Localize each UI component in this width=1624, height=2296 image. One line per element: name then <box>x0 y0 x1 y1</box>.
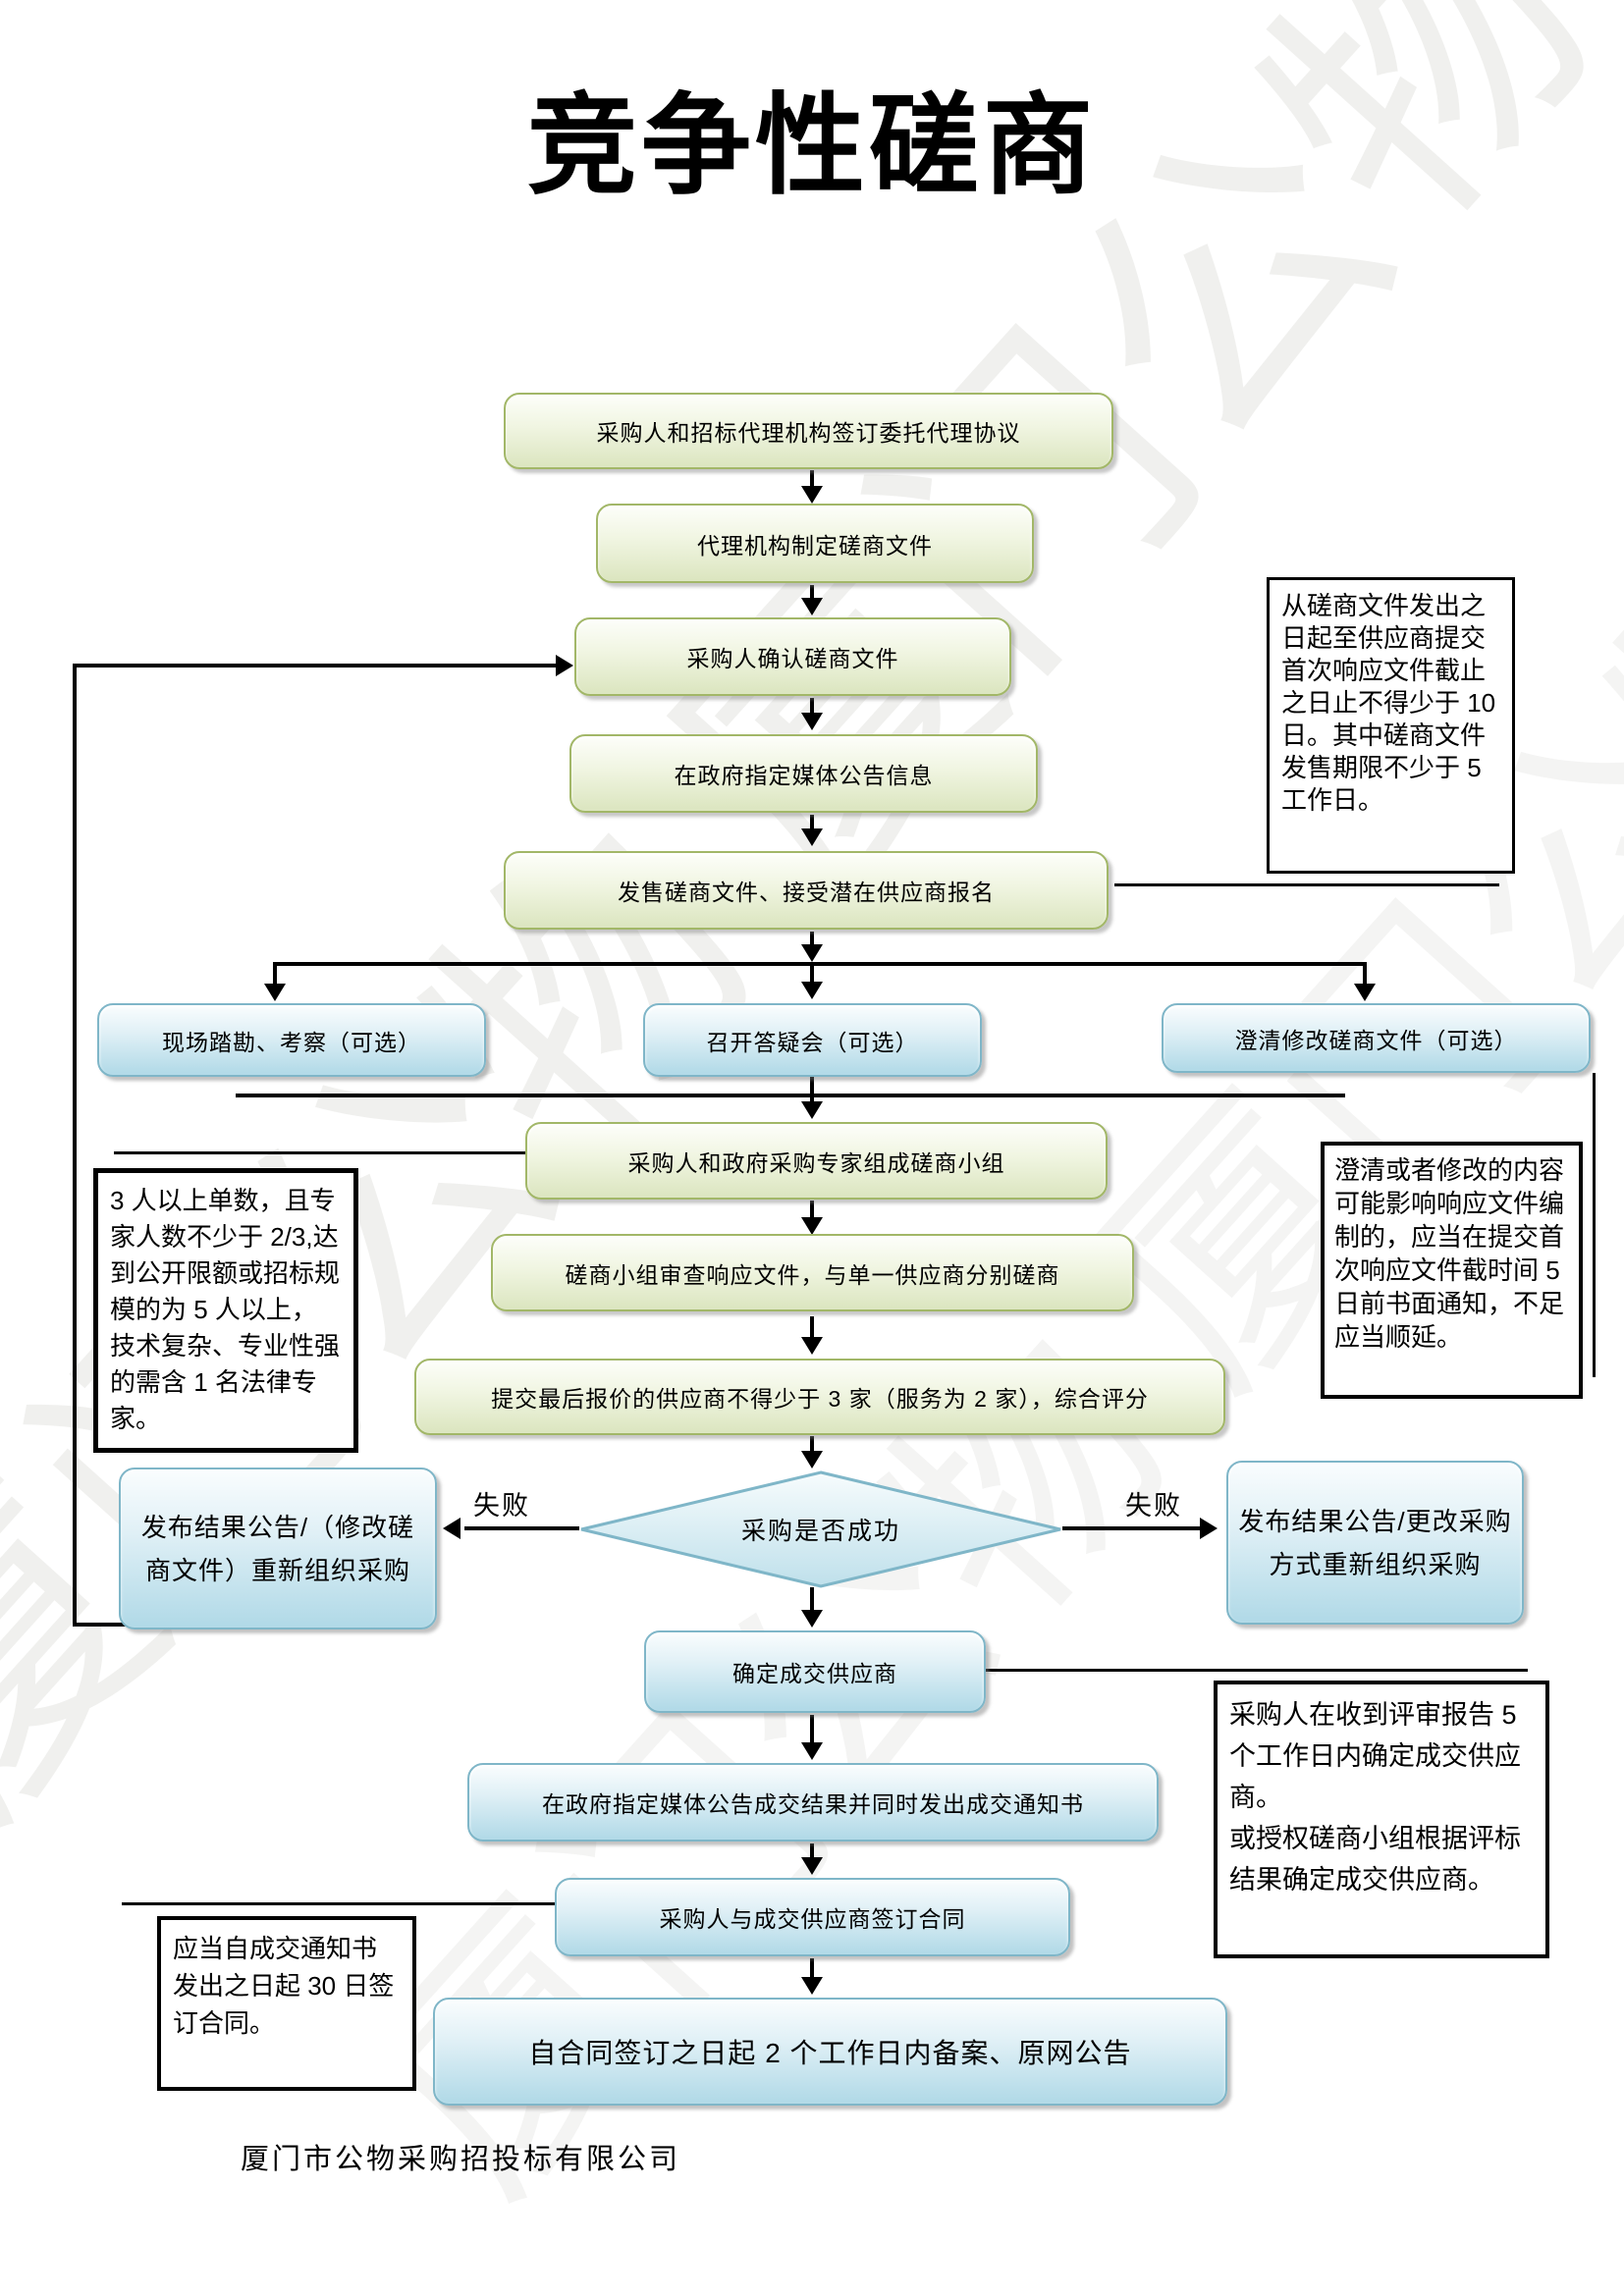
note-confirm-rule-line1: 采购人在收到评审报告 5 个工作日内确定成交供应商。 <box>1229 1700 1521 1812</box>
node-form-team: 采购人和政府采购专家组成磋商小组 <box>525 1122 1108 1200</box>
node-site-survey: 现场踏勘、考察（可选） <box>97 1003 486 1077</box>
connector-note-doc-period <box>1114 883 1499 886</box>
arrowhead <box>1200 1518 1218 1539</box>
decision-diamond-shape <box>580 1470 1061 1588</box>
node-purchaser-confirms-docs: 采购人确认磋商文件 <box>574 617 1011 696</box>
arrowhead <box>801 713 823 730</box>
connector-note-confirm <box>986 1669 1528 1672</box>
node-fail-right: 发布结果公告/更改采购方式重新组织采购 <box>1226 1461 1524 1625</box>
node-announce-info: 在政府指定媒体公告信息 <box>569 734 1038 813</box>
fail-label-right: 失败 <box>1125 1491 1182 1521</box>
arrowhead <box>801 1977 823 1995</box>
fail-arrow-right <box>1062 1526 1202 1530</box>
arrowhead <box>801 1337 823 1355</box>
flow-arrow <box>810 932 814 946</box>
node-fail-left: 发布结果公告/（修改磋商文件）重新组织采购 <box>119 1468 437 1629</box>
node-sign-agency-agreement: 采购人和招标代理机构签订委托代理协议 <box>504 393 1113 469</box>
arrowhead <box>801 1857 823 1875</box>
flow-arrow <box>810 1201 814 1220</box>
note-clarify-rule: 澄清或者修改的内容可能影响响应文件编制的，应当在提交首次响应文件截时间 5 日前… <box>1321 1142 1583 1399</box>
node-clarify-modify: 澄清修改磋商文件（可选） <box>1162 1003 1591 1073</box>
flow-arrow <box>810 1436 814 1454</box>
arrowhead <box>801 1217 823 1235</box>
note-confirm-rule: 采购人在收到评审报告 5 个工作日内确定成交供应商。 或授权磋商小组根据评标结果… <box>1214 1681 1549 1958</box>
branch-line-top <box>275 962 1367 966</box>
connector-feedback-vertical <box>73 664 77 1627</box>
flow-arrow <box>810 1077 814 1104</box>
page-title: 竞争性磋商 <box>527 86 1097 208</box>
node-sell-docs: 发售磋商文件、接受潜在供应商报名 <box>504 851 1109 930</box>
flow-arrow <box>810 470 814 488</box>
flow-arrow <box>810 698 814 716</box>
arrowhead <box>801 982 823 999</box>
arrowhead <box>443 1518 460 1539</box>
arrowhead <box>1354 984 1376 1001</box>
connector-note-team <box>114 1151 532 1154</box>
flow-arrow <box>810 585 814 601</box>
node-final-quote: 提交最后报价的供应商不得少于 3 家（服务为 2 家），综合评分 <box>414 1359 1225 1435</box>
arrowhead <box>801 944 823 962</box>
node-qa-meeting: 召开答疑会（可选） <box>643 1003 982 1077</box>
node-review-response: 磋商小组审查响应文件，与单一供应商分别磋商 <box>491 1234 1134 1311</box>
connector-feedback-bottom <box>73 1623 134 1627</box>
connector-clarify-note <box>1593 1073 1596 1377</box>
flow-arrow <box>810 815 814 831</box>
connector-note-contract <box>122 1902 555 1905</box>
arrowhead <box>264 984 286 1001</box>
node-confirm-supplier: 确定成交供应商 <box>644 1630 986 1713</box>
arrowhead <box>801 486 823 504</box>
arrowhead <box>801 1742 823 1760</box>
connector-feedback-top <box>73 664 556 667</box>
branch-line-bottom <box>236 1094 1345 1097</box>
node-sign-contract: 采购人与成交供应商签订合同 <box>555 1878 1070 1956</box>
flow-arrow <box>810 1958 814 1980</box>
flow-arrow <box>810 966 814 982</box>
note-doc-period: 从磋商文件发出之日起至供应商提交首次响应文件截止之日止不得少于 10 日。其中磋… <box>1267 577 1515 874</box>
arrowhead <box>801 1610 823 1628</box>
decision-label: 采购是否成功 <box>740 1518 900 1545</box>
arrowhead <box>801 598 823 615</box>
note-contract-rule: 应当自成交通知书发出之日起 30 日签订合同。 <box>157 1916 416 2091</box>
flow-arrow <box>810 1715 814 1744</box>
note-team-rule: 3 人以上单数，且专家人数不少于 2/3,达到公开限额或招标规模的为 5 人以上… <box>93 1168 358 1453</box>
node-decision: 采购是否成功 <box>577 1469 1064 1589</box>
arrowhead <box>556 655 573 676</box>
flow-arrow <box>810 1316 814 1340</box>
fail-arrow-left <box>464 1526 579 1530</box>
company-name: 厦门市公物采购招投标有限公司 <box>241 2144 681 2175</box>
branch-drop-right <box>1363 962 1367 988</box>
branch-drop-left <box>273 962 277 988</box>
flow-arrow <box>810 1587 814 1613</box>
flow-arrow <box>810 1843 814 1859</box>
arrowhead <box>801 1101 823 1119</box>
arrowhead <box>801 828 823 846</box>
node-announce-result: 在政府指定媒体公告成交结果并同时发出成交通知书 <box>467 1763 1159 1842</box>
fail-label-left: 失败 <box>473 1491 530 1521</box>
node-agency-prepares-docs: 代理机构制定磋商文件 <box>596 504 1034 583</box>
arrowhead <box>801 1451 823 1468</box>
note-confirm-rule-line2: 或授权磋商小组根据评标结果确定成交供应商。 <box>1229 1824 1521 1895</box>
node-filing: 自合同签订之日起 2 个工作日内备案、原网公告 <box>433 1998 1227 2106</box>
